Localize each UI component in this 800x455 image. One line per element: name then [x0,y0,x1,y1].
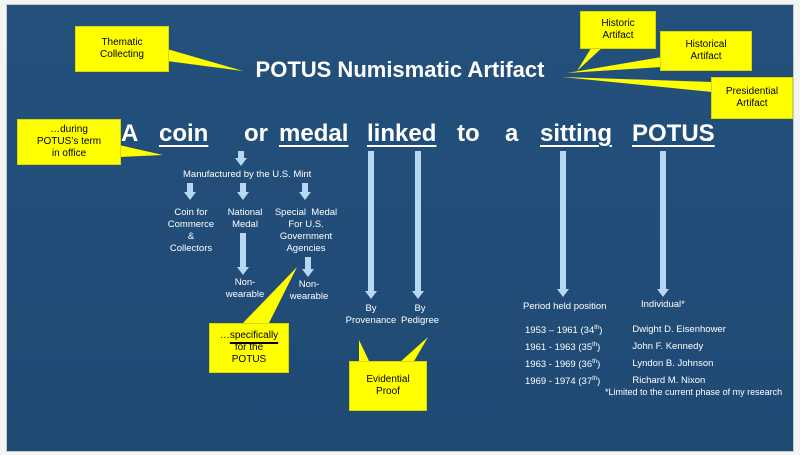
period-cell: 1969 - 1974 (37th) [525,372,632,389]
paren: ) [597,376,601,388]
paren: ) [599,325,603,337]
definition-word-sitting: sitting [540,120,612,147]
ordinal-suffix: th [592,359,598,366]
definition-word-to: to [457,120,480,147]
presidential-pointer [562,77,712,92]
ordinal-suffix: th [592,342,598,349]
period-range: 1961 - 1963 [525,342,576,354]
table-row: 1953 – 1961 (34th)Dwight D. Eisenhower [525,321,732,338]
president-ordinal: 37 [581,376,593,388]
definition-word-linked: linked [367,120,437,147]
president-ordinal: 34 [583,325,595,337]
footnote: *Limited to the current phase of my rese… [605,387,783,397]
during-term-pointer [119,145,163,157]
paren: ( [575,359,582,371]
definition-period: . [706,120,713,147]
president-name: Richard M. Nixon [632,375,706,387]
ordinal-suffix: th [594,325,600,331]
table-row: 1963 - 1969 (36th)Lyndon B. Johnson [525,355,732,372]
table-row: 1961 - 1963 (35th)John F. Kennedy [525,338,732,355]
pedigree-pointer [399,337,428,363]
paren: ) [597,359,601,371]
president-name: Lyndon B. Johnson [632,357,714,369]
paren: ) [597,342,601,354]
president-name: Dwight D. Eisenhower [632,323,726,335]
definition-word-or: or [244,120,268,147]
president-name: John F. Kennedy [632,340,704,352]
definition-word-a: A [121,120,139,147]
period-range: 1953 – 1961 [525,325,578,337]
president-ordinal: 36 [581,359,593,371]
label-non-wearable-national: Non-wearable [225,277,265,300]
historical-pointer [567,57,662,73]
individual-header: Individual* [641,299,685,310]
period-cell: 1953 – 1961 (34th) [525,321,632,338]
period-range: 1963 - 1969 [525,359,576,371]
definition-word-medal: medal [279,120,349,147]
diagram-slide: POTUS Numismatic Artifact A coin or meda… [6,4,794,452]
table-row: 1969 - 1974 (37th)Richard M. Nixon [525,372,732,389]
specifically-pointer [243,267,297,323]
president-ordinal: 35 [581,342,593,354]
historic-pointer [577,45,605,71]
ordinal-suffix: th [592,376,598,383]
callout-connectors [119,45,712,363]
paren: ( [577,325,584,337]
provenance-pointer [359,340,369,361]
thematic-pointer [167,49,243,71]
period-cell: 1963 - 1969 (36th) [525,355,632,372]
label-non-wearable-special: Non-wearable [289,279,329,302]
paren: ( [575,342,582,354]
label-manufactured-by-mint: Manufactured by the U.S. Mint [183,169,312,180]
paren: ( [575,376,582,388]
period-cell: 1961 - 1963 (35th) [525,338,632,355]
period-header: Period held position [523,301,607,312]
definition-word-coin: coin [159,120,209,147]
definition-word-a2: a [505,120,519,147]
definition-word-potus: POTUS [632,120,715,147]
callout-specifically-underlined: specifically [229,330,279,341]
page-title: POTUS Numismatic Artifact [255,57,545,82]
period-range: 1969 - 1974 [525,376,576,388]
